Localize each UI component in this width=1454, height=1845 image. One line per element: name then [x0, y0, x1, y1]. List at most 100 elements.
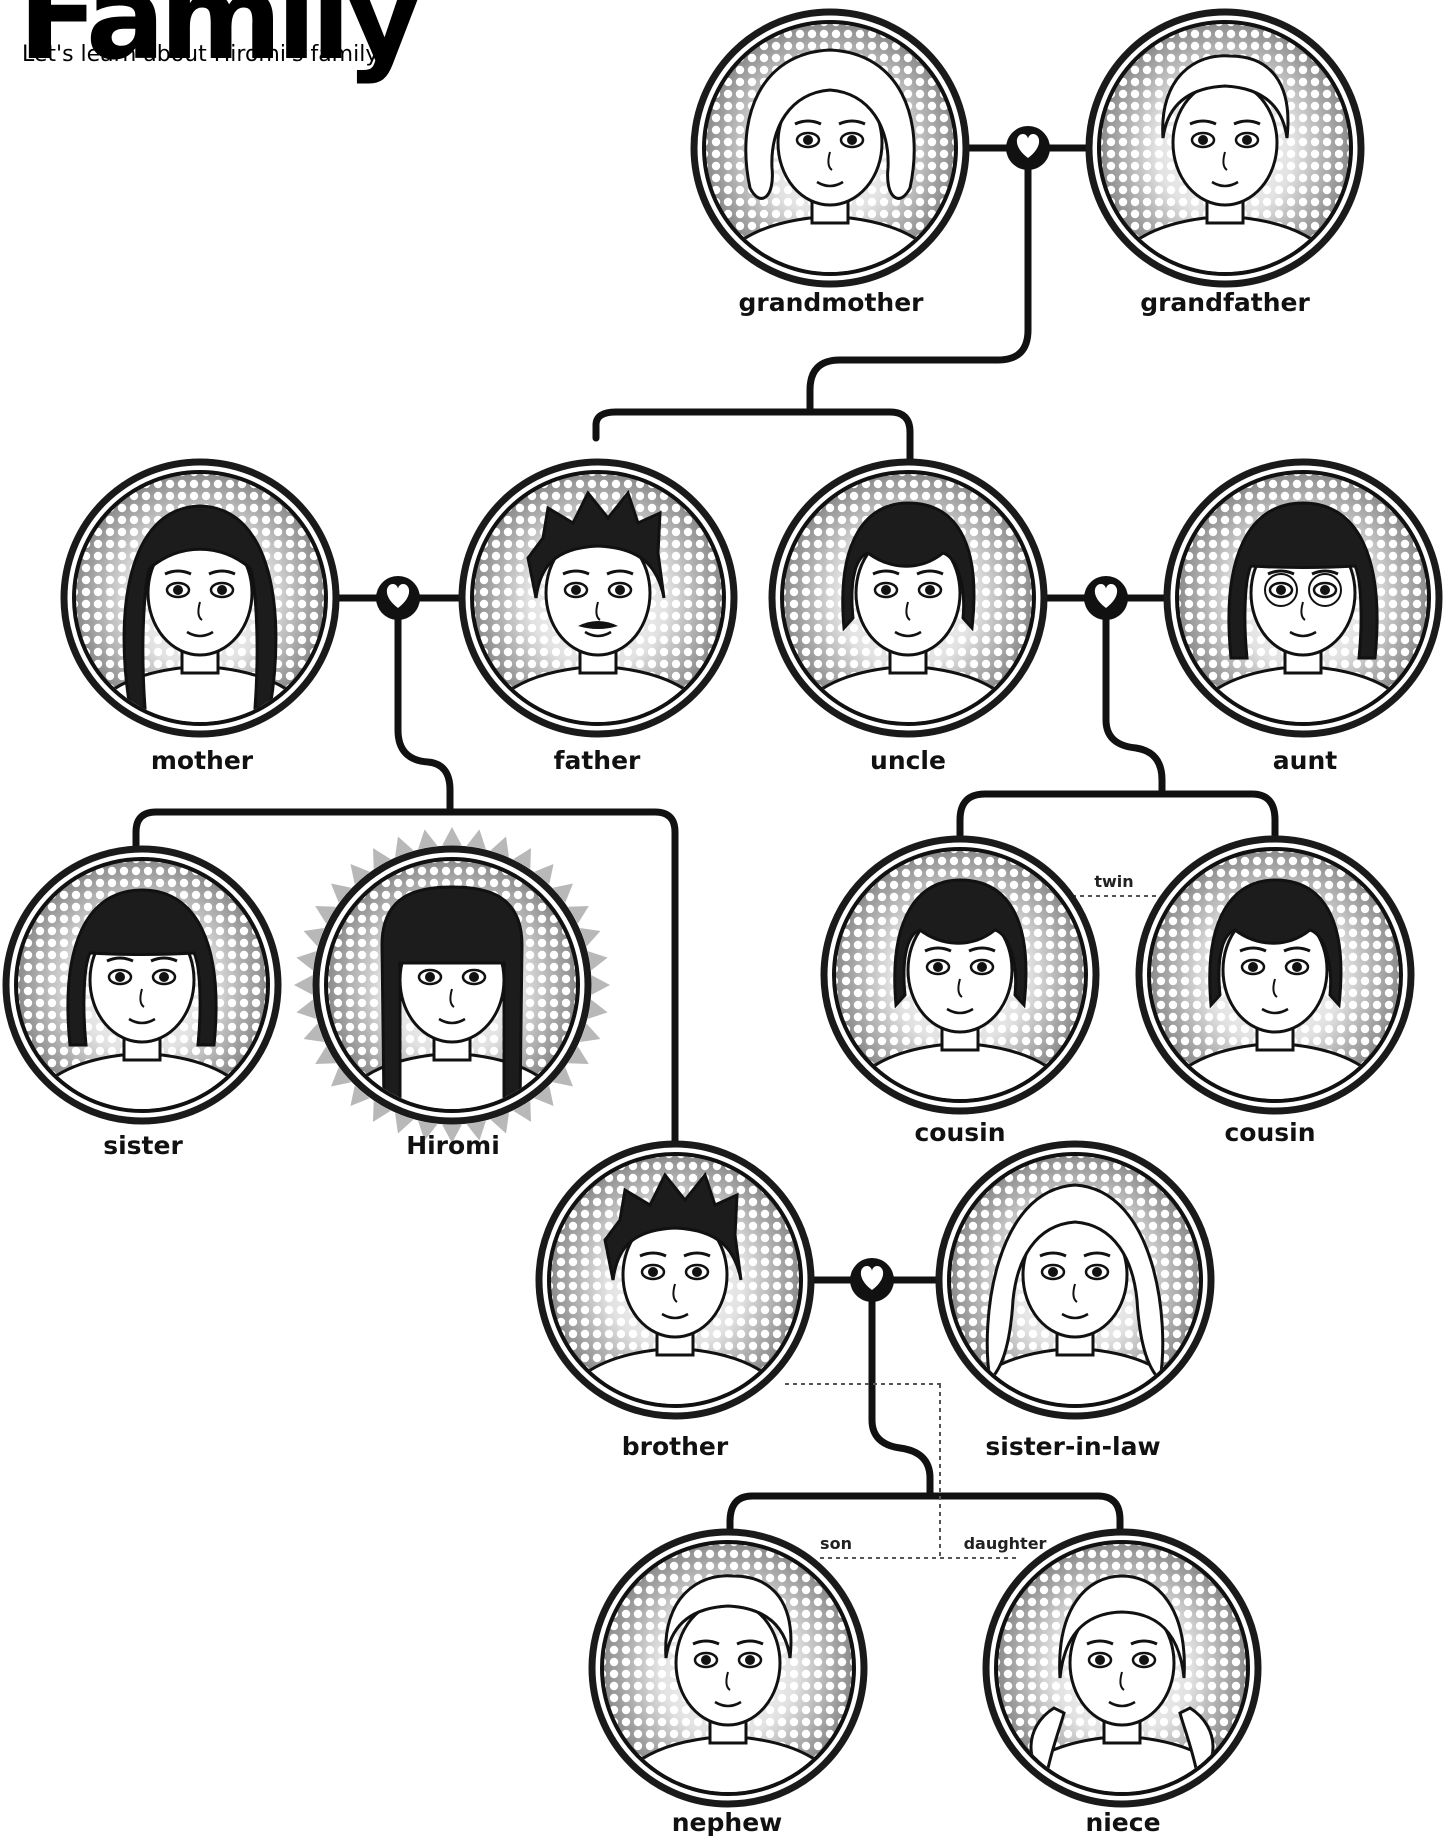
label-brother: brother [621, 1432, 729, 1461]
eyebrow [1311, 569, 1339, 576]
mouth [1211, 180, 1239, 188]
label-sister-in-law: sister-in-law [985, 1432, 1161, 1461]
mouth [661, 1312, 689, 1320]
label-aunt: aunt [1272, 746, 1338, 775]
mouth [186, 630, 214, 638]
pupil [173, 585, 183, 595]
page-title: Family [18, 0, 422, 86]
eyebrow [562, 569, 590, 576]
pupil [692, 1267, 702, 1277]
portrait-inner-ring [14, 857, 270, 1113]
eyebrow [838, 119, 866, 126]
relation-dotted-lines [785, 895, 1160, 1560]
portrait-mother [60, 458, 340, 738]
burst-ray [552, 883, 574, 903]
burst-ray [490, 1112, 509, 1134]
eyebrow [1086, 1639, 1114, 1646]
nose [1272, 978, 1278, 998]
nose [595, 601, 601, 621]
hair [603, 1171, 743, 1281]
nose [1222, 151, 1228, 171]
portrait-inner-ring [702, 20, 958, 276]
pupil [425, 972, 435, 982]
portrait-inner-ring [470, 470, 726, 726]
hair [893, 878, 1028, 1009]
hiromi-highlight-burst [294, 827, 610, 1143]
burst-ray [418, 1120, 438, 1141]
pupil [933, 962, 943, 972]
eyebrow [150, 956, 178, 963]
mouth [894, 630, 922, 638]
pupil [571, 585, 581, 595]
portrait-inner-ring [600, 1540, 856, 1796]
portrait-inner-ring [832, 847, 1088, 1103]
nose [905, 601, 911, 621]
portrait-hiromi [312, 845, 592, 1125]
burst-ray [418, 829, 438, 850]
burst-ray [442, 1124, 462, 1143]
eyebrow [916, 569, 944, 576]
burst-ray [466, 1120, 486, 1141]
mouth [714, 1700, 742, 1708]
portrait-inner-ring [780, 470, 1036, 726]
eyebrow [208, 569, 236, 576]
burst-ray [395, 1112, 414, 1134]
nose [1300, 601, 1306, 621]
eyebrow [736, 1639, 764, 1646]
eyebrow [106, 956, 134, 963]
hair [985, 1183, 1165, 1384]
eyebrow [1233, 119, 1261, 126]
burst-ray [294, 975, 313, 995]
burst-ray [442, 827, 462, 846]
hair [526, 489, 666, 599]
nose [725, 1671, 731, 1691]
nose [672, 1283, 678, 1303]
portrait-inner-ring [547, 1152, 803, 1408]
pupil [115, 972, 125, 982]
eyebrow [683, 1251, 711, 1258]
burst-ray [591, 975, 610, 995]
label-uncle: uncle [870, 746, 946, 775]
burst-ray [303, 1023, 325, 1042]
pupil [1276, 585, 1286, 595]
burst-ray [466, 829, 486, 850]
portrait-cousin1 [820, 835, 1100, 1115]
portrait-inner-ring [324, 857, 580, 1113]
glasses [1264, 573, 1298, 607]
eyebrow [1283, 946, 1311, 953]
relation-son: son [820, 1534, 852, 1553]
burst-ray [587, 999, 608, 1019]
eyebrow [1267, 569, 1295, 576]
eyebrow [1189, 119, 1217, 126]
burst-ray [296, 999, 317, 1019]
heart-icons [376, 126, 1128, 1302]
pupil [881, 585, 891, 595]
pupil [1092, 1267, 1102, 1277]
mouth [1108, 1700, 1136, 1708]
mouth [816, 180, 844, 188]
label-cousin: cousin [1224, 1118, 1316, 1147]
nose [1072, 1283, 1078, 1303]
heart-icon [1084, 576, 1128, 620]
page-subtitle: Let's learn about Hiromi's family! [22, 42, 388, 67]
heart-icon [1006, 126, 1050, 170]
portrait-uncle [768, 458, 1048, 738]
mouth [584, 630, 612, 638]
burst-ray [350, 1085, 370, 1107]
portrait-inner-ring [72, 470, 328, 726]
mouth [128, 1017, 156, 1025]
eyebrow [692, 1639, 720, 1646]
heart-icon [376, 576, 420, 620]
pupil [701, 1655, 711, 1665]
pupil [217, 585, 227, 595]
eyebrow [924, 946, 952, 953]
pupil [1320, 585, 1330, 595]
eyebrow [1130, 1639, 1158, 1646]
burst-ray [315, 906, 336, 924]
burst-ray [373, 848, 391, 869]
pupil [469, 972, 479, 982]
burst-ray [315, 1046, 336, 1064]
portrait-inner-ring [1097, 20, 1353, 276]
eyebrow [968, 946, 996, 953]
relation-daughter: daughter [963, 1534, 1047, 1553]
